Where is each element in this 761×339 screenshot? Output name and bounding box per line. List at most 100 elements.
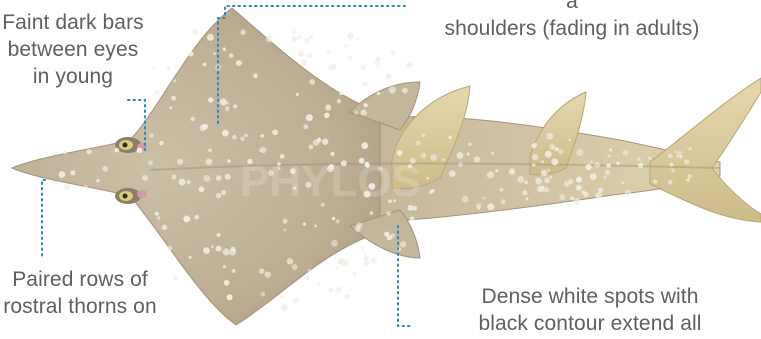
white-spot: [203, 175, 210, 182]
white-spot: [517, 176, 524, 183]
white-spot: [291, 28, 297, 34]
white-spot: [192, 29, 198, 35]
white-spot: [426, 177, 429, 180]
white-spot: [363, 252, 367, 256]
callout-rostral-line-1: Paired rows of: [0, 266, 180, 293]
white-spot: [545, 151, 552, 158]
white-spot: [87, 149, 92, 154]
white-spot: [622, 150, 628, 156]
white-spot: [259, 268, 265, 274]
white-spot: [551, 146, 555, 150]
white-spot: [259, 149, 262, 152]
white-spot: [306, 114, 313, 121]
white-spot: [224, 280, 230, 286]
white-spot: [240, 30, 245, 35]
white-spot: [344, 294, 349, 299]
white-spot: [688, 147, 691, 150]
white-spot: [336, 287, 342, 293]
white-spot: [422, 134, 425, 137]
white-spot: [541, 170, 548, 177]
white-spot: [364, 103, 368, 107]
white-spot: [476, 203, 481, 208]
white-spot: [413, 206, 418, 211]
white-spot: [157, 216, 160, 219]
white-spot: [142, 175, 148, 181]
white-spot: [159, 141, 164, 146]
white-spot: [292, 264, 298, 270]
white-spot: [531, 144, 536, 149]
white-spot: [308, 269, 312, 273]
white-spot: [84, 185, 88, 189]
white-spot: [203, 63, 207, 67]
white-spot: [225, 174, 231, 180]
white-spot: [227, 294, 233, 300]
white-spot: [337, 99, 341, 103]
white-spot: [341, 260, 348, 267]
white-spot: [495, 169, 498, 172]
white-spot: [354, 111, 358, 115]
white-spot: [177, 159, 183, 165]
white-spot: [236, 60, 242, 66]
white-spot: [364, 261, 370, 267]
white-spot: [280, 295, 284, 299]
white-spot: [287, 258, 293, 264]
white-spot: [386, 211, 390, 215]
white-spot: [361, 245, 365, 249]
white-spot: [487, 171, 494, 178]
white-spot: [183, 216, 190, 223]
white-spot: [526, 197, 529, 200]
white-spot: [70, 170, 75, 175]
callout-white-spots: Dense white spots with black contour ext…: [430, 283, 750, 337]
white-spot: [468, 143, 471, 146]
white-spot: [216, 233, 220, 237]
white-spot: [283, 219, 288, 224]
callout-eyes-line-3: in young: [0, 63, 168, 90]
white-spot: [389, 87, 396, 94]
white-spot: [551, 158, 558, 165]
white-spot: [303, 223, 306, 226]
white-spot: [148, 160, 153, 165]
white-spot: [384, 232, 389, 237]
white-spot: [336, 219, 340, 223]
white-spot: [386, 74, 391, 79]
white-spot: [169, 106, 172, 109]
white-spot: [322, 139, 328, 145]
white-spot: [608, 155, 611, 158]
white-spot: [292, 36, 297, 41]
white-spot: [216, 246, 222, 252]
white-spot: [637, 158, 641, 162]
white-spot: [687, 174, 691, 178]
white-spot: [653, 180, 657, 184]
white-spot: [541, 186, 545, 190]
white-spot: [344, 45, 347, 48]
white-spot: [524, 181, 528, 185]
white-spot: [216, 193, 221, 198]
white-spot: [296, 93, 299, 96]
white-spot: [679, 155, 682, 158]
leader-line-rostral: [42, 180, 45, 256]
white-spot: [558, 149, 563, 154]
white-spot: [223, 248, 230, 255]
white-spot: [281, 304, 288, 311]
white-spot: [598, 188, 603, 193]
white-spot: [339, 91, 343, 95]
white-spot: [266, 35, 273, 42]
white-spot: [229, 249, 236, 256]
white-spot: [317, 138, 322, 143]
callout-rostral-thorns: Paired rows of rostral thorns on: [0, 266, 180, 320]
white-spot: [292, 297, 299, 304]
white-spot: [213, 52, 216, 55]
white-spot: [306, 53, 312, 59]
white-spot: [96, 179, 99, 182]
white-spot: [467, 153, 470, 156]
white-spot: [171, 96, 176, 101]
white-spot: [314, 224, 317, 227]
white-spot: [501, 199, 506, 204]
white-spot: [325, 105, 331, 111]
white-spot: [303, 124, 308, 129]
white-spot: [402, 88, 408, 94]
white-spot: [410, 216, 415, 221]
white-spot: [431, 189, 435, 193]
white-spot: [406, 62, 412, 68]
white-spot: [332, 217, 336, 221]
